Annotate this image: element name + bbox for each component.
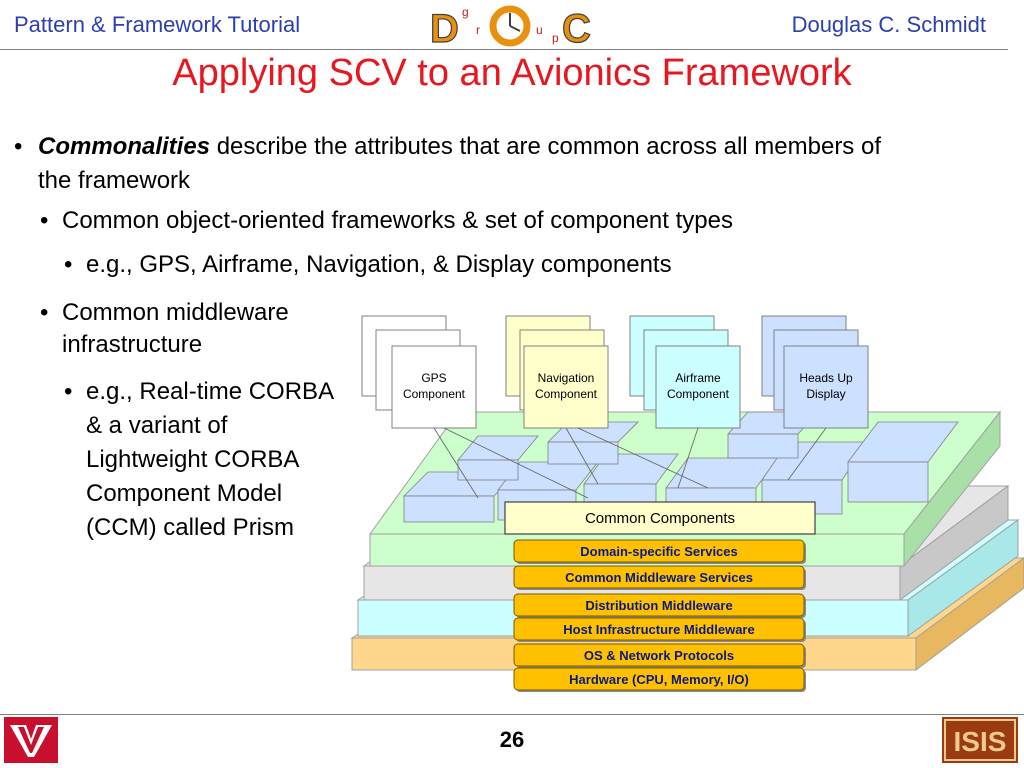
service-layer-0: Domain-specific Services: [513, 539, 806, 564]
airframe-component-line1: Airframe: [675, 371, 721, 385]
service-layer-3: Host Infrastructure Middleware: [513, 617, 806, 642]
gps-component-card: [391, 345, 477, 429]
bullet-text: Common object-oriented frameworks & set …: [62, 207, 733, 234]
connector-lines: [433, 427, 827, 499]
service-layer-5: Hardware (CPU, Memory, I/O): [513, 667, 806, 692]
logo-clock-icon: [489, 5, 531, 47]
footer-divider: [0, 714, 1024, 715]
bullet-text: e.g., Real-time CORBA & a variant of Lig…: [86, 378, 333, 541]
logo-small-p: p: [552, 31, 559, 45]
slide-title: Applying SCV to an Avionics Framework: [172, 52, 852, 94]
logo-small-u: u: [536, 23, 543, 37]
navigation-component-line2: Component: [535, 387, 598, 401]
navigation-component-line1: Navigation: [538, 371, 595, 385]
service-layer-bar: [513, 593, 805, 617]
service-layer-bar: [513, 539, 805, 563]
gps-component-line2: Component: [403, 387, 466, 401]
bullet-glyph: •: [14, 133, 23, 160]
service-layer-label: Hardware (CPU, Memory, I/O): [569, 672, 749, 687]
header-author: Douglas C. Schmidt: [791, 12, 986, 37]
header-tutorial-title: Pattern & Framework Tutorial: [14, 12, 301, 37]
bullet-glyph: •: [40, 299, 49, 326]
logo-letter-d: D: [430, 7, 459, 48]
gps-component-stack: GPS Component: [361, 315, 477, 429]
heads-up-display-line2: Display: [806, 387, 845, 401]
airframe-component-card: [655, 345, 741, 429]
vanderbilt-logo: [4, 717, 58, 768]
header-divider: [0, 49, 1008, 50]
navigation-component-stack: Navigation Component: [505, 315, 609, 429]
service-layer-label: Domain-specific Services: [580, 544, 738, 559]
bullet-commonalities: • Commonalities describe the attributes …: [14, 130, 914, 198]
logo-letter-c: C: [562, 7, 591, 48]
airframe-component-stack: Airframe Component: [629, 315, 741, 429]
bullet-glyph: •: [40, 207, 49, 234]
service-layer-4: OS & Network Protocols: [513, 643, 806, 668]
service-layer-1: Common Middleware Services: [513, 565, 806, 590]
service-layer-label: Common Middleware Services: [565, 570, 753, 585]
service-layer-label: OS & Network Protocols: [584, 648, 734, 663]
page-number: 26: [499, 727, 525, 752]
svg-text:ISIS: ISIS: [954, 726, 1007, 757]
avionics-architecture-diagram: GPS Component Navigation Component Airfr…: [348, 312, 1024, 701]
heads-up-display-line1: Heads Up: [799, 371, 853, 385]
doc-group-logo: D g r u p C: [428, 4, 598, 53]
bullet-text: e.g., GPS, Airframe, Navigation, & Displ…: [86, 251, 672, 278]
architecture-svg: GPS Component Navigation Component Airfr…: [350, 315, 1024, 692]
isis-logo: ISIS: [942, 717, 1018, 768]
heads-up-display-card: [783, 345, 869, 429]
bullet-text: Common middleware infrastructure: [62, 299, 289, 358]
service-layer-2: Distribution Middleware: [513, 593, 806, 618]
service-layer-label: Host Infrastructure Middleware: [563, 622, 754, 637]
heads-up-display-stack: Heads Up Display: [761, 315, 869, 429]
bullet-emphasis: Commonalities: [38, 133, 211, 160]
bullet-text: describe the attributes that are common …: [38, 133, 881, 194]
service-layer-label: Distribution Middleware: [585, 598, 732, 613]
bullet-middleware: • Common middleware infrastructure: [40, 297, 340, 361]
bullet-component-examples: • e.g., GPS, Airframe, Navigation, & Dis…: [64, 249, 824, 280]
service-layer-bar: [513, 617, 805, 641]
bullet-oo-frameworks: • Common object-oriented frameworks & se…: [40, 205, 910, 236]
logo-small-g: g: [462, 5, 469, 19]
service-layer-bar: [513, 667, 805, 691]
service-layer-bar: [513, 643, 805, 667]
gps-component-line1: GPS: [421, 371, 446, 385]
service-layer-bar: [513, 565, 805, 589]
bullet-glyph: •: [64, 251, 73, 278]
common-components-label: Common Components: [585, 510, 735, 527]
bullet-glyph: •: [64, 378, 73, 405]
bullet-corba-example: • e.g., Real-time CORBA & a variant of L…: [64, 375, 336, 545]
common-components-box: [504, 501, 816, 535]
navigation-component-card: [523, 345, 609, 429]
logo-small-r: r: [476, 23, 480, 37]
airframe-component-line2: Component: [667, 387, 730, 401]
